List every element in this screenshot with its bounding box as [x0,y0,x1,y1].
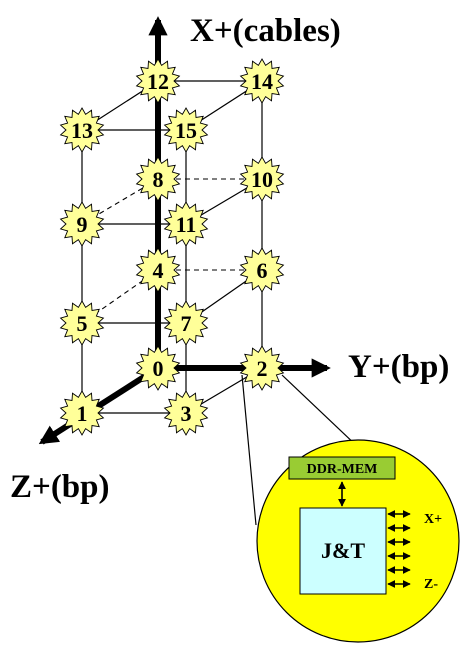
node-detail-view: DDR-MEM J&T X+ Z- [241,374,460,643]
lattice-node: 9 [59,201,105,247]
node-starburst [135,58,181,104]
lattice-node: 15 [163,107,209,153]
lattice-node: 1 [59,390,105,436]
node-label: 1 [77,401,88,426]
node-starburst [59,201,105,247]
node-starburst [239,247,285,293]
lattice-node: 2 [239,345,285,391]
ddr-mem-box [288,456,396,480]
node-label: 8 [153,167,164,192]
y-axis-label: Y+(bp) [348,349,449,385]
node-label: 14 [251,69,273,94]
lattice-node: 12 [135,58,181,104]
node-label: 13 [71,118,93,143]
node-starburst [163,107,209,153]
node-label: 4 [153,258,164,283]
node-label: 11 [176,212,197,237]
node-label: 6 [257,258,268,283]
node-label: 0 [153,356,164,381]
lattice-node: 10 [239,156,285,202]
node-label: 2 [257,356,268,381]
z-axis-label: Z+(bp) [10,469,110,505]
node-starburst [135,345,181,391]
ddr-mem-label: DDR-MEM [307,462,378,477]
node-starburst [163,300,209,346]
node-label: 3 [181,401,192,426]
lattice-node: 0 [135,345,181,391]
z-axis-arrow [38,365,160,445]
lattice-node: 11 [163,201,209,247]
node-starburst [135,156,181,202]
lattice-node: 5 [59,300,105,346]
port-arrows [387,510,411,588]
node-starburst [239,345,285,391]
node-starburst [59,107,105,153]
lattice-node: 7 [163,300,209,346]
lattice-node: 13 [59,107,105,153]
lattice-node: 3 [163,390,209,436]
node-label: 7 [181,311,192,336]
lattice-edge-hidden [81,269,159,324]
x-axis-label: X+(cables) [190,13,341,49]
node-label: 15 [175,118,197,143]
node-starburst [59,300,105,346]
node-starburst [163,390,209,436]
node-starburst [59,390,105,436]
node-label: 5 [77,311,88,336]
jt-chip-box [299,507,387,595]
node-label: 12 [147,69,169,94]
node-label: 9 [77,212,88,237]
node-starburst [163,201,209,247]
node-label: 10 [251,167,273,192]
lattice-node: 8 [135,156,181,202]
jt-chip-label: J&T [321,538,365,563]
node-starburst [239,156,285,202]
zoom-line-left [241,374,257,526]
port-label-z-minus: Z- [424,577,438,592]
lattice-node: 14 [239,58,285,104]
node-starburst [239,58,285,104]
lattice-node: 4 [135,247,181,293]
port-label-x-plus: X+ [424,512,442,527]
node-starburst [135,247,181,293]
lattice-node: 6 [239,247,285,293]
